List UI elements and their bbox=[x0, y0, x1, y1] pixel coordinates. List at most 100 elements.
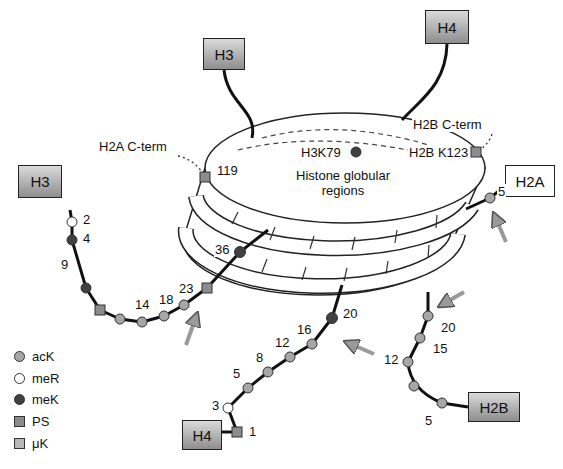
dna-wrap bbox=[262, 259, 267, 272]
legend-swatch bbox=[14, 416, 25, 427]
modification-marks bbox=[471, 147, 481, 157]
modification-marks bbox=[307, 339, 317, 349]
modification-marks bbox=[115, 314, 125, 324]
pointer-arrows bbox=[186, 314, 197, 345]
histone-core bbox=[205, 113, 485, 223]
site-label: H2B C-term bbox=[412, 117, 483, 132]
modification-marks bbox=[67, 217, 77, 227]
modification-marks bbox=[223, 403, 233, 413]
residue-number: 119 bbox=[216, 163, 239, 178]
residue-number: 23 bbox=[178, 281, 194, 296]
legend-text: PS bbox=[32, 414, 49, 429]
dna-wrap bbox=[344, 268, 347, 281]
histone-name: H3 bbox=[30, 173, 49, 190]
region-label: Histone globular regions bbox=[286, 168, 400, 198]
modification-marks bbox=[235, 247, 246, 258]
residue-number: 36 bbox=[214, 242, 230, 257]
dna-wrap bbox=[436, 215, 437, 228]
modification-marks bbox=[263, 367, 273, 377]
residue-number: 5 bbox=[424, 413, 433, 428]
residue-number: 4 bbox=[82, 231, 91, 246]
dna-wrap bbox=[302, 267, 306, 280]
dna-wrap bbox=[395, 230, 397, 243]
modification-marks bbox=[415, 333, 425, 343]
histone-box: H2B bbox=[468, 392, 520, 422]
histone-name: H2A bbox=[515, 173, 544, 190]
modification-marks bbox=[327, 313, 338, 324]
dna-wrap bbox=[224, 212, 437, 281]
residue-number: 12 bbox=[383, 352, 399, 367]
legend-text: meK bbox=[32, 392, 59, 407]
modification-marks bbox=[202, 283, 212, 293]
residue-number: 16 bbox=[296, 322, 312, 337]
modification-marks bbox=[137, 317, 147, 327]
histone-core bbox=[183, 113, 485, 295]
histone-tails bbox=[70, 44, 505, 432]
modification-marks bbox=[403, 357, 413, 367]
dna-wrap bbox=[196, 196, 472, 248]
histone-name: H2B bbox=[479, 399, 508, 416]
histone-box: H3 bbox=[18, 165, 62, 198]
pointer-arrows bbox=[440, 292, 464, 306]
histone-name: H3 bbox=[214, 46, 233, 63]
histone-box: H3 bbox=[203, 38, 245, 70]
site-label: H3K79 bbox=[300, 145, 342, 160]
modification-marks bbox=[232, 427, 242, 437]
modification-marks bbox=[95, 305, 105, 315]
residue-number: 1 bbox=[248, 424, 257, 439]
histone-box: H4 bbox=[182, 420, 222, 450]
residue-number: 8 bbox=[255, 350, 264, 365]
histone-tails bbox=[222, 285, 342, 432]
modification-marks bbox=[159, 311, 169, 321]
dna-wrap bbox=[186, 228, 458, 286]
residue-number: 14 bbox=[134, 297, 150, 312]
dna-wrap bbox=[232, 212, 238, 224]
residue-number: 18 bbox=[158, 292, 174, 307]
modification-marks bbox=[67, 235, 77, 245]
histone-name: H4 bbox=[437, 19, 456, 36]
modification-marks bbox=[179, 300, 189, 310]
pointer-arrows bbox=[346, 342, 374, 354]
legend-swatch bbox=[14, 373, 25, 384]
histone-box: H4 bbox=[425, 10, 469, 44]
dna-wrap bbox=[386, 261, 388, 274]
modification-marks bbox=[351, 147, 361, 157]
modification-marks bbox=[67, 147, 495, 437]
residue-number: 5 bbox=[232, 366, 241, 381]
histone-tails bbox=[70, 210, 268, 322]
residue-number: 3 bbox=[211, 398, 220, 413]
modification-marks bbox=[437, 398, 447, 408]
residue-number: 5 bbox=[497, 184, 506, 199]
legend-swatch bbox=[14, 438, 25, 449]
modification-marks bbox=[485, 193, 495, 203]
site-label: H2B K123 bbox=[408, 145, 469, 160]
residue-number: 9 bbox=[60, 257, 69, 272]
modification-marks bbox=[200, 172, 210, 182]
residue-number: 15 bbox=[432, 341, 448, 356]
dna-wrap bbox=[428, 245, 429, 258]
legend-swatch bbox=[14, 351, 25, 362]
legend-text: meR bbox=[32, 371, 59, 386]
dna-wrap bbox=[196, 196, 472, 248]
dna-wrap bbox=[186, 228, 458, 286]
dna-wrap bbox=[270, 227, 275, 240]
residue-number: 20 bbox=[440, 320, 456, 335]
residue-number: 2 bbox=[82, 212, 91, 227]
modification-marks bbox=[285, 352, 295, 362]
modification-marks bbox=[243, 383, 253, 393]
dna-wrap bbox=[186, 196, 472, 286]
site-label: H2A C-term bbox=[98, 139, 168, 154]
histone-box: H2A bbox=[505, 165, 555, 197]
residue-number: 20 bbox=[342, 306, 358, 321]
modification-marks bbox=[409, 381, 419, 391]
dna-wrap bbox=[352, 237, 355, 250]
legend-text: μK bbox=[32, 436, 48, 451]
modification-marks bbox=[81, 283, 91, 293]
legend-swatch bbox=[14, 394, 25, 405]
histone-tails bbox=[408, 292, 468, 407]
dna-wrap bbox=[310, 236, 314, 249]
histone-name: H4 bbox=[192, 427, 211, 444]
legend-text: acK bbox=[32, 349, 54, 364]
pointer-arrows bbox=[186, 214, 506, 354]
